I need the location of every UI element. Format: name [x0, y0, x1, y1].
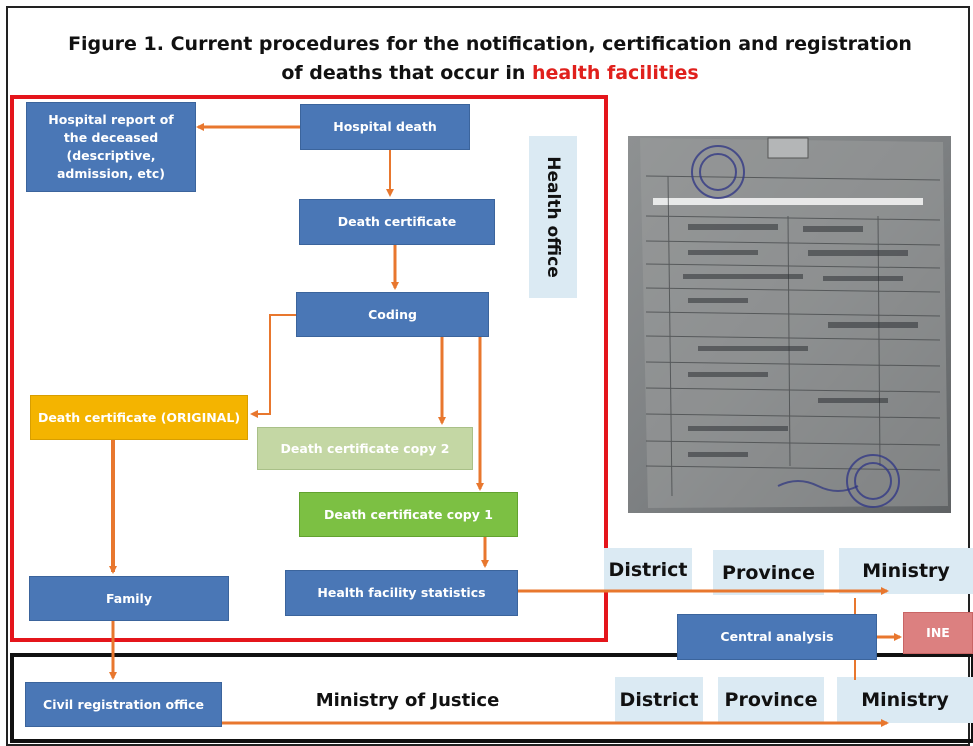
- death-certificate-photo: [628, 136, 951, 513]
- death-certificate-original-box: Death certificate (ORIGINAL): [30, 395, 248, 440]
- title-line-2-prefix: of deaths that occur in: [281, 62, 532, 84]
- death-certificate-copy1-box: Death certificate copy 1: [299, 492, 518, 537]
- arrow-coding-to-original: [250, 314, 296, 418]
- family-box: Family: [29, 576, 229, 621]
- health-office-boundary: [10, 95, 608, 642]
- health-facility-statistics-box: Health facility statistics: [285, 570, 518, 616]
- hospital-death-box: Hospital death: [300, 104, 470, 150]
- central-analysis-box: Central analysis: [677, 614, 877, 660]
- ine-box: INE: [903, 612, 973, 654]
- hospital-report-box: Hospital report of the deceased (descrip…: [26, 102, 196, 192]
- province-label-top: Province: [713, 550, 824, 595]
- ministry-of-justice-label: Ministry of Justice: [315, 689, 500, 711]
- coding-box: Coding: [296, 292, 489, 337]
- certificate-scan-image: [628, 136, 951, 513]
- district-label-bottom: District: [615, 677, 703, 723]
- civil-registration-office-box: Civil registration office: [25, 682, 222, 727]
- title-line-2: of deaths that occur in health facilitie…: [20, 59, 960, 88]
- title-highlight: health facilities: [532, 62, 699, 84]
- health-office-label-box: Health office: [529, 136, 577, 298]
- title-line-1: Figure 1. Current procedures for the not…: [68, 33, 912, 55]
- death-certificate-copy2-box: Death certificate copy 2: [257, 427, 473, 470]
- district-label-top: District: [604, 548, 692, 592]
- ministry-label-top: Ministry: [839, 548, 973, 594]
- ministry-label-bottom: Ministry: [837, 677, 973, 723]
- province-label-bottom: Province: [718, 677, 824, 723]
- figure-title: Figure 1. Current procedures for the not…: [20, 30, 960, 88]
- death-certificate-box: Death certificate: [299, 199, 495, 245]
